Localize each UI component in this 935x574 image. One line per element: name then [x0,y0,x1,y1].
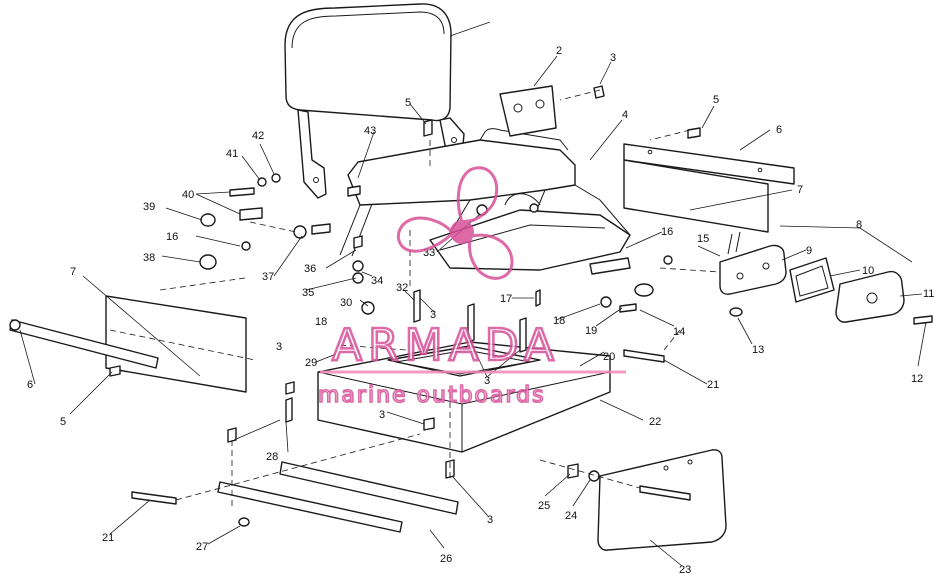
callout-2: 2 [556,45,562,57]
callout-26: 26 [440,553,452,565]
callout-21: 21 [102,532,114,544]
watermark-brand-name: ARMADA [332,320,560,371]
watermark-tagline: marine outboards [318,383,546,408]
callout-5: 5 [713,94,719,106]
callout-3: 3 [430,309,436,321]
spacer-tubes [131,349,691,505]
callout-leader-lines [19,21,927,567]
callout-28: 28 [266,451,278,463]
callout-7: 7 [70,266,76,278]
callout-16: 16 [166,231,178,243]
callout-25: 25 [538,500,550,512]
left-side-rail [9,295,247,393]
callout-39: 39 [143,201,155,213]
callout-35: 35 [302,287,314,299]
callout-16: 16 [661,226,673,238]
callout-37: 37 [262,271,274,283]
callout-6: 6 [27,379,33,391]
callout-labels: 2 3 4 5 5 6 7 8 9 10 11 12 13 14 15 16 1… [27,45,934,574]
callout-40: 40 [182,189,194,201]
callout-20: 20 [603,351,615,363]
callout-34: 34 [371,275,383,287]
tail-light-assembly [719,231,905,323]
callout-5: 5 [405,97,411,109]
callout-27: 27 [196,541,208,553]
callout-10: 10 [862,265,874,277]
callout-42: 42 [252,130,264,142]
mud-flap [597,449,727,551]
callout-6: 6 [776,124,782,136]
callout-8: 8 [856,219,862,231]
callout-36: 36 [304,263,316,275]
watermark-logo: ARMADA marine outboards [317,166,626,409]
callout-30: 30 [340,297,352,309]
callout-14: 14 [673,326,685,338]
callout-32: 32 [396,282,408,294]
callout-43: 43 [364,125,376,137]
backrest-pad [284,3,452,122]
callout-18: 18 [553,315,565,327]
callout-3: 3 [487,514,493,526]
callout-19: 19 [585,325,597,337]
callout-9: 9 [806,245,812,257]
callout-23: 23 [679,564,691,574]
assembly-guide-lines [109,89,721,510]
callout-21: 21 [707,379,719,391]
callout-18: 18 [315,316,327,328]
callout-3: 3 [484,375,490,387]
callout-24: 24 [565,510,577,522]
callout-12: 12 [911,373,923,385]
right-side-rail [623,143,795,233]
callout-17: 17 [500,293,512,305]
callout-11: 11 [923,288,934,300]
luggage-rack-frame [339,128,631,271]
callout-15: 15 [697,233,709,245]
callout-3: 3 [276,341,282,353]
callout-41: 41 [226,148,238,160]
callout-29: 29 [305,357,317,369]
callout-38: 38 [143,252,155,264]
callout-4: 4 [622,109,628,121]
propeller-icon [397,166,514,280]
callout-22: 22 [649,416,661,428]
callout-7: 7 [797,184,803,196]
callout-3: 3 [610,52,616,64]
fastener-hardware [109,85,933,527]
callout-5: 5 [60,416,66,428]
callout-13: 13 [752,344,764,356]
tail-light-bracket [499,85,557,137]
callout-3: 3 [379,409,385,421]
lower-skid-rails [217,461,459,533]
